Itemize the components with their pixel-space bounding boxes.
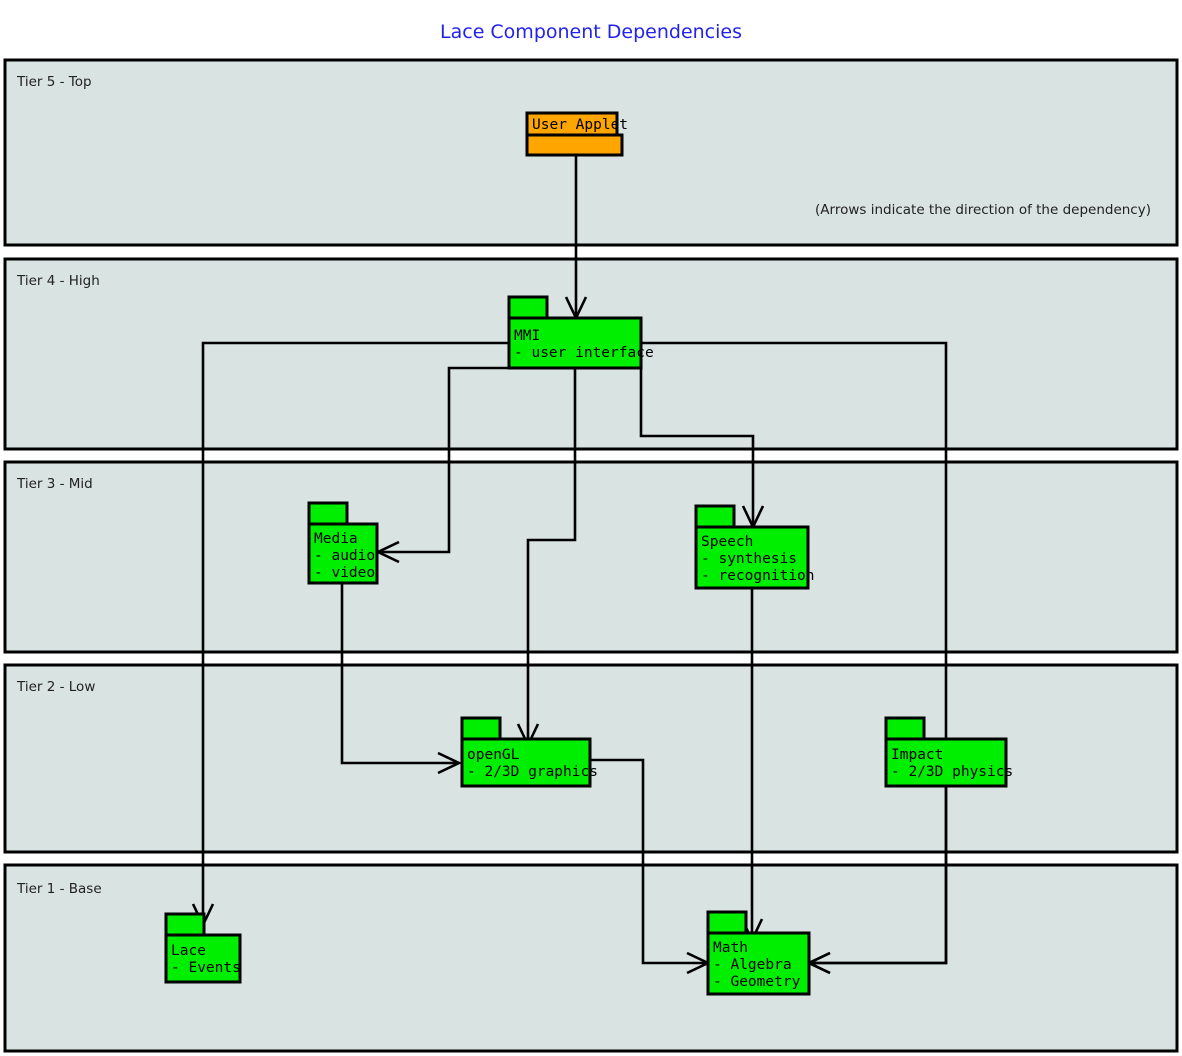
- math-detail-1: - Algebra: [713, 957, 792, 973]
- user-applet-title: User Applet: [532, 117, 628, 133]
- lace-title: Lace: [171, 943, 206, 959]
- lace-body[interactable]: [164, 933, 242, 984]
- opengl-detail-1: - 2/3D graphics: [467, 764, 598, 780]
- node-media[interactable]: Media - audio - video: [307, 501, 379, 585]
- tier-label-tier1: Tier 1 - Base: [16, 881, 102, 897]
- node-lace[interactable]: Lace - Events: [164, 912, 242, 984]
- lace-detail-1: - Events: [171, 960, 241, 976]
- math-title: Math: [713, 940, 748, 956]
- speech-tab: [694, 504, 736, 530]
- node-impact[interactable]: Impact - 2/3D physics: [884, 716, 1013, 788]
- mmi-title: MMI: [514, 328, 540, 344]
- node-math[interactable]: Math - Algebra - Geometry: [706, 910, 811, 996]
- media-title: Media: [314, 531, 358, 547]
- tier-label-tier5: Tier 5 - Top: [16, 74, 92, 90]
- node-mmi[interactable]: MMI - user interface: [507, 295, 654, 370]
- tier-label-tier3: Tier 3 - Mid: [16, 476, 93, 492]
- node-opengl[interactable]: openGL - 2/3D graphics: [460, 716, 598, 788]
- edge-media-to-opengl: [340, 583, 463, 775]
- math-detail-2: - Geometry: [713, 974, 801, 990]
- speech-body[interactable]: [694, 525, 810, 590]
- media-detail-2: - video: [314, 565, 375, 581]
- impact-title: Impact: [891, 747, 943, 763]
- math-body[interactable]: [706, 931, 811, 996]
- impact-tab: [884, 716, 926, 742]
- media-body[interactable]: [307, 522, 379, 585]
- mmi-tab: [507, 295, 549, 321]
- page-title: Lace Component Dependencies: [440, 21, 742, 43]
- opengl-tab: [460, 716, 502, 742]
- mmi-detail-1: - user interface: [514, 345, 654, 361]
- speech-detail-2: - recognition: [701, 568, 815, 584]
- tier-container-tier3: [3, 460, 1179, 654]
- user-applet-body[interactable]: [525, 133, 624, 157]
- mmi-body[interactable]: [507, 316, 643, 370]
- speech-detail-1: - synthesis: [701, 551, 797, 567]
- node-user-applet[interactable]: User Applet: [525, 111, 628, 157]
- impact-detail-1: - 2/3D physics: [891, 764, 1013, 780]
- math-tab: [706, 910, 748, 936]
- opengl-title: openGL: [467, 747, 520, 763]
- impact-body[interactable]: [884, 737, 1008, 788]
- speech-title: Speech: [701, 534, 753, 550]
- tier-label-tier2: Tier 2 - Low: [16, 679, 95, 695]
- node-speech[interactable]: Speech - synthesis - recognition: [694, 504, 815, 590]
- arrows-note: (Arrows indicate the direction of the de…: [815, 202, 1151, 218]
- media-detail-1: - audio: [314, 548, 375, 564]
- lace-tab: [164, 912, 206, 938]
- media-tab: [307, 501, 349, 527]
- opengl-body[interactable]: [460, 737, 592, 788]
- tier-label-tier4: Tier 4 - High: [16, 273, 100, 289]
